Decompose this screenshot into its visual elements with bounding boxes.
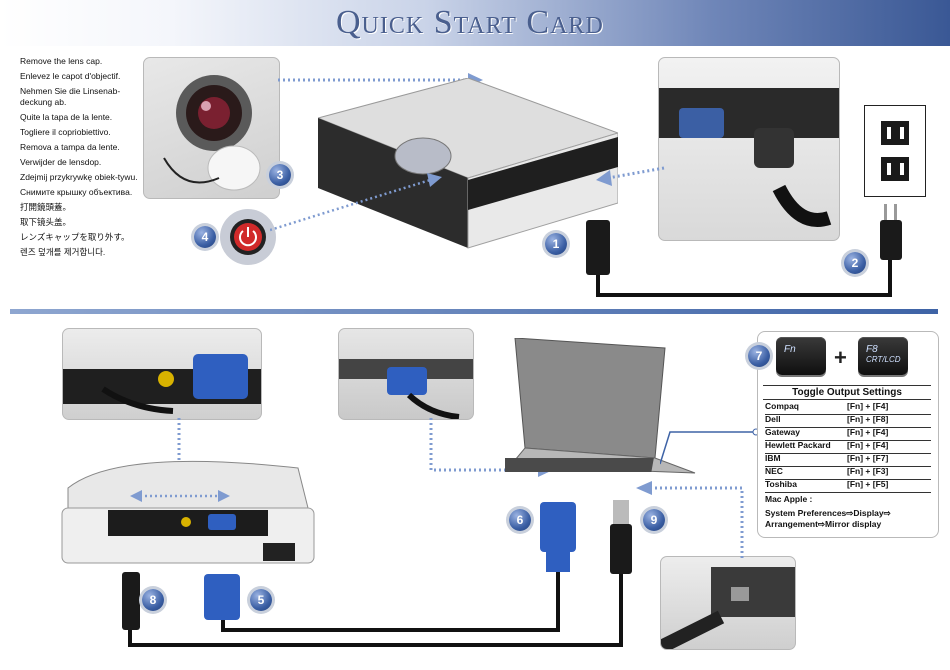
fn-key: Fn (776, 337, 826, 375)
data-cables (122, 500, 632, 647)
step-7-badge: 7 (748, 345, 770, 367)
step-1-badge: 1 (545, 233, 567, 255)
instruction-line: 렌즈 덮개를 제거합니다. (20, 246, 106, 257)
brand-name: Toshiba (765, 479, 797, 489)
f8-key-sublabel: CRT/LCD (866, 355, 901, 364)
laptop-ports-illustration (339, 359, 473, 419)
instruction-line: Remova a tampa da lente. (20, 141, 120, 152)
f8-key: F8 CRT/LCD (858, 337, 908, 375)
step-8-badge: 8 (142, 589, 164, 611)
step-4-badge: 4 (194, 226, 216, 248)
brand-name: Dell (765, 414, 781, 424)
mac-title: Mac Apple : (765, 494, 813, 504)
section-divider (10, 309, 938, 314)
usb-port-photo (660, 556, 796, 650)
power-cable (586, 204, 902, 297)
power-button-icon (220, 209, 276, 265)
instruction-line: Zdejmij przykrywkę obiek-tywu. (20, 171, 138, 182)
mac-instruction-line: System Preferences⇨Display⇨ (765, 508, 891, 518)
brand-name: Gateway (765, 427, 800, 437)
callout-line (660, 428, 760, 465)
toggle-row: Toshiba [Fn] + [F5] (765, 479, 931, 493)
instruction-line: Nehmen Sie die Linsenab-deckung ab. (20, 86, 121, 107)
toggle-row: IBM [Fn] + [F7] (765, 453, 931, 467)
key-combo: [Fn] + [F3] (847, 466, 889, 476)
step-3-badge: 3 (269, 164, 291, 186)
key-combo: [Fn] + [F4] (847, 440, 889, 450)
wall-outlet-icon (864, 105, 926, 197)
instruction-line: 打開鏡頭蓋。 (20, 201, 72, 212)
instruction-line: Remove the lens cap. (20, 56, 103, 66)
page-title: Quick Start Card (336, 4, 604, 41)
toggle-row: Dell [Fn] + [F8] (765, 414, 931, 428)
mac-instruction-line: Arrangement⇨Mirror display (765, 519, 882, 529)
instruction-line: Verwijder de lensdop. (20, 156, 102, 167)
step-6-badge: 6 (509, 509, 531, 531)
toggle-table-title: Toggle Output Settings (763, 385, 931, 400)
brand-name: Hewlett Packard (765, 440, 831, 450)
key-combo: [Fn] + [F4] (847, 427, 889, 437)
power-socket-photo (658, 57, 840, 241)
projector-rear-illustration (61, 460, 315, 564)
lens-cap-instructions: Remove the lens cap. Enlevez le capot d'… (20, 56, 140, 262)
step-9-badge: 9 (643, 509, 665, 531)
instruction-line: Quite la tapa de la lente. (20, 111, 113, 122)
key-combo: [Fn] + [F7] (847, 453, 889, 463)
dotted-guide (636, 481, 744, 558)
key-combo: [Fn] + [F4] (847, 401, 889, 411)
laptop-ports-photo (338, 328, 474, 420)
step-2-badge: 2 (844, 252, 866, 274)
ports-illustration (63, 354, 261, 414)
instruction-line: Togliere il copriobiettivo. (20, 126, 111, 137)
step-5-badge: 5 (250, 589, 272, 611)
arrow-dotted (130, 490, 230, 502)
plus-sign: + (834, 345, 847, 370)
key-combo: [Fn] + [F5] (847, 479, 889, 489)
title-banner: Quick Start Card (0, 0, 950, 46)
socket-illustration (659, 88, 839, 227)
f8-key-label: F8 (866, 344, 878, 355)
lens-illustration (163, 75, 261, 191)
usb-illustration (661, 567, 795, 649)
toggle-row: Hewlett Packard [Fn] + [F4] (765, 440, 931, 454)
instruction-line: レンズキャップを取り外す。 (20, 231, 130, 242)
arrow-dotted (596, 166, 665, 186)
fn-key-label: Fn (784, 344, 796, 355)
brand-name: IBM (765, 453, 781, 463)
brand-name: NEC (765, 466, 783, 476)
projector-illustration (318, 78, 618, 249)
toggle-row: NEC [Fn] + [F3] (765, 466, 931, 480)
brand-name: Compaq (765, 401, 799, 411)
projector-ports-photo (62, 328, 262, 420)
instruction-line: Снимите крышку объектива. (20, 186, 133, 197)
instruction-line: Enlevez le capot d'objectif. (20, 71, 121, 81)
lens-cap-photo (143, 57, 280, 199)
key-combo: [Fn] + [F8] (847, 414, 889, 424)
instruction-line: 取下镜头盖。 (20, 216, 72, 227)
toggle-row: Gateway [Fn] + [F4] (765, 427, 931, 441)
laptop-illustration (505, 338, 696, 474)
toggle-row: Compaq [Fn] + [F4] (765, 401, 931, 415)
arrow-dotted (270, 173, 442, 232)
